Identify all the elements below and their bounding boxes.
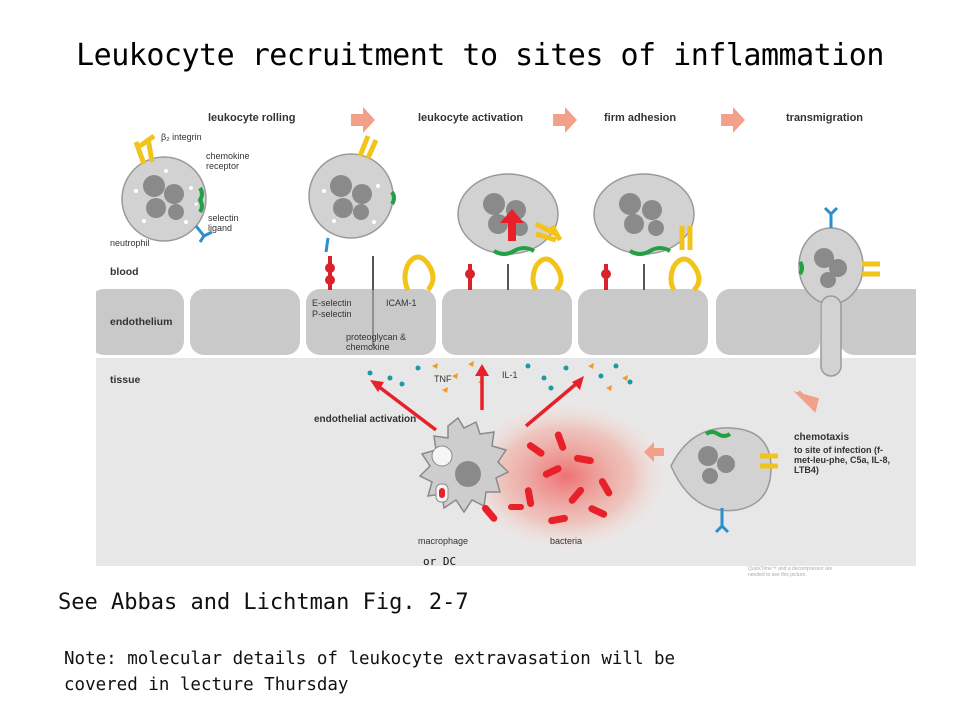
chemotaxis-arrow <box>793 390 820 413</box>
adherent-leukocyte <box>593 173 695 256</box>
diagram-artwork <box>96 107 916 566</box>
beta2-integrin-label: β₂ integrin <box>161 132 202 142</box>
chemotaxis-detail: to site of infection (f-met-leu-phe, C5a… <box>794 445 891 475</box>
il1-label: IL-1 <box>502 370 518 380</box>
step-leukocyte-rolling: leukocyte rolling <box>208 112 296 124</box>
endothelium-layer <box>96 289 916 355</box>
p-selectin-label: P-selectin <box>312 309 352 319</box>
or-dc-label: or DC <box>423 555 457 568</box>
icam1-label: ICAM-1 <box>386 298 417 308</box>
blood-label: blood <box>110 266 139 278</box>
tissue-label: tissue <box>110 374 141 386</box>
tnf-label: TNF <box>434 374 452 384</box>
selectin-ligand-label: selectin ligand <box>208 213 239 233</box>
bacteria-label: bacteria <box>550 536 583 546</box>
chemotaxis-title: chemotaxis <box>794 432 850 443</box>
recruitment-diagram: leukocyte rolling leukocyte activation f… <box>96 96 916 566</box>
endothelial-activation-label: endothelial activation <box>314 414 417 425</box>
macrophage-label: macrophage <box>418 536 469 546</box>
step-leukocyte-activation: leukocyte activation <box>418 112 524 124</box>
adhesion-molecules <box>325 254 702 346</box>
macrophage-cell <box>418 416 510 514</box>
activation-arrows <box>370 364 584 432</box>
transmigrating-leukocyte <box>798 206 880 377</box>
activating-leukocyte <box>457 173 563 256</box>
rolling-leukocyte <box>308 135 396 253</box>
step-arrows <box>351 107 745 133</box>
chemokine-receptor-label: chemokine receptor <box>206 151 250 171</box>
quicktime-placeholder: QuickTime™ and a decompressor are needed… <box>748 566 833 578</box>
e-selectin-label: E-selectin <box>312 298 352 308</box>
neutrophil-cell <box>121 133 213 243</box>
figure-reference: See Abbas and Lichtman Fig. 2-7 <box>58 590 469 615</box>
chemotaxis-leukocyte <box>644 427 778 534</box>
step-firm-adhesion: firm adhesion <box>604 112 677 124</box>
proteoglycan-label: proteoglycan & chemokine <box>346 332 407 352</box>
bacteria-cluster <box>481 431 613 525</box>
step-transmigration: transmigration <box>786 112 864 124</box>
neutrophil-label: neutrophil <box>110 238 150 248</box>
slide-title: Leukocyte recruitment to sites of inflam… <box>76 38 884 73</box>
infection-glow <box>456 396 676 556</box>
endothelium-label: endothelium <box>110 316 173 328</box>
lecture-note: Note: molecular details of leukocyte ext… <box>64 649 676 695</box>
